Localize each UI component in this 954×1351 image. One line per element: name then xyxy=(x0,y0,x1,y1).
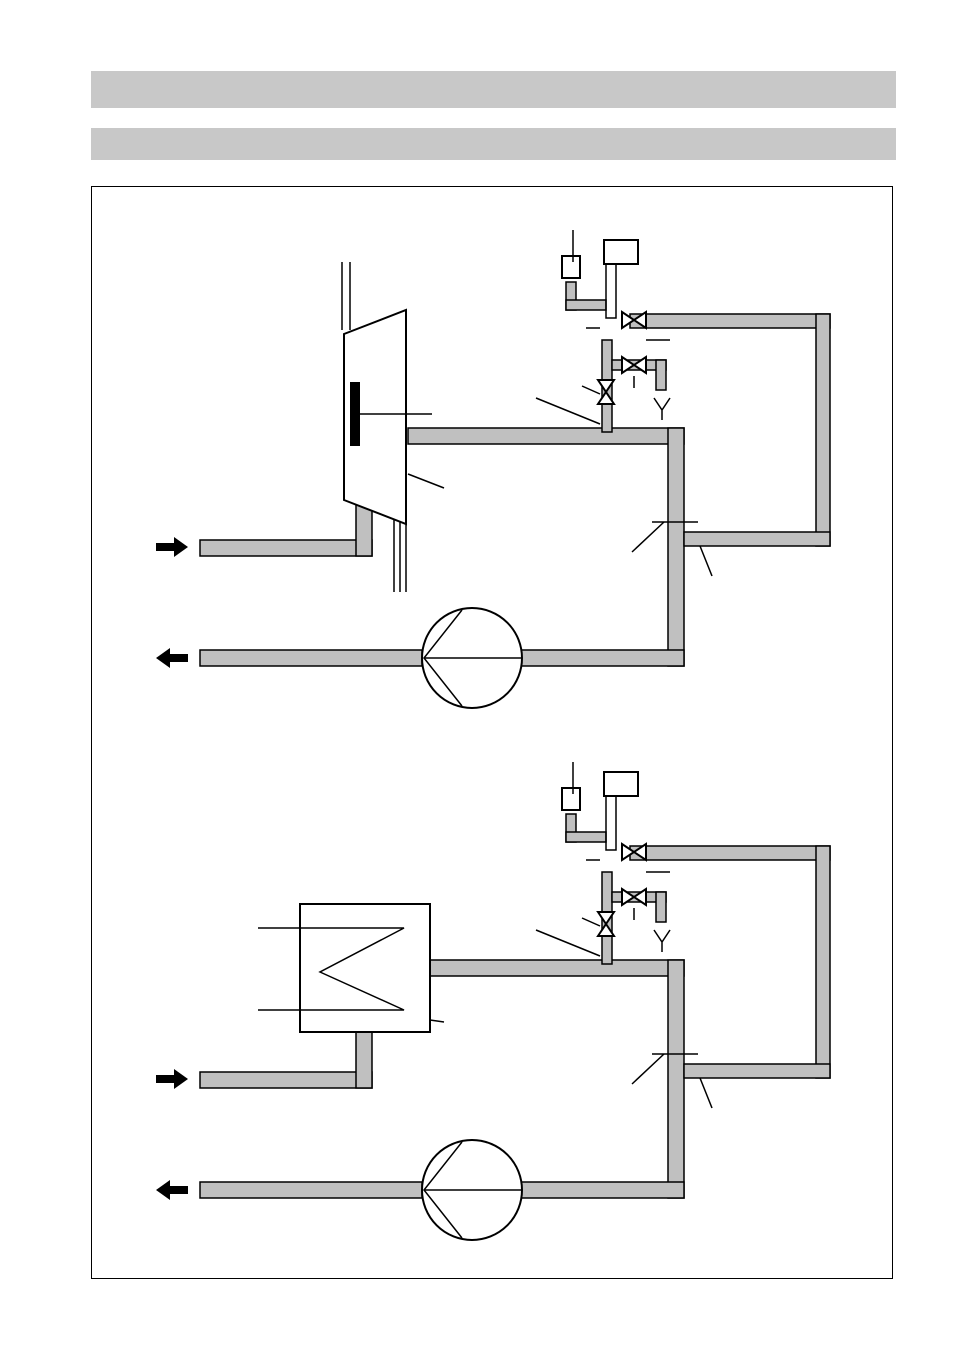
inlet-pipe xyxy=(199,539,373,557)
flow-in-arrow-icon xyxy=(156,537,188,557)
flow-out-arrow-icon xyxy=(156,648,188,668)
drain-icon xyxy=(653,929,671,952)
upper-diagram xyxy=(156,230,831,709)
flow-out-arrow-icon xyxy=(156,1180,188,1200)
tank xyxy=(343,308,407,526)
drain-icon xyxy=(653,397,671,420)
outlet-pipe xyxy=(199,649,423,667)
header-bar xyxy=(91,71,896,108)
flow-in-arrow-icon xyxy=(156,1069,188,1089)
subheader-bar xyxy=(91,128,896,160)
outlet-pipe xyxy=(199,1181,423,1199)
heat-exchanger xyxy=(299,903,431,1033)
lower-diagram xyxy=(156,762,831,1241)
sensor-element xyxy=(350,382,360,446)
inlet-pipe xyxy=(199,1071,373,1089)
diagram-frame xyxy=(91,186,893,1279)
